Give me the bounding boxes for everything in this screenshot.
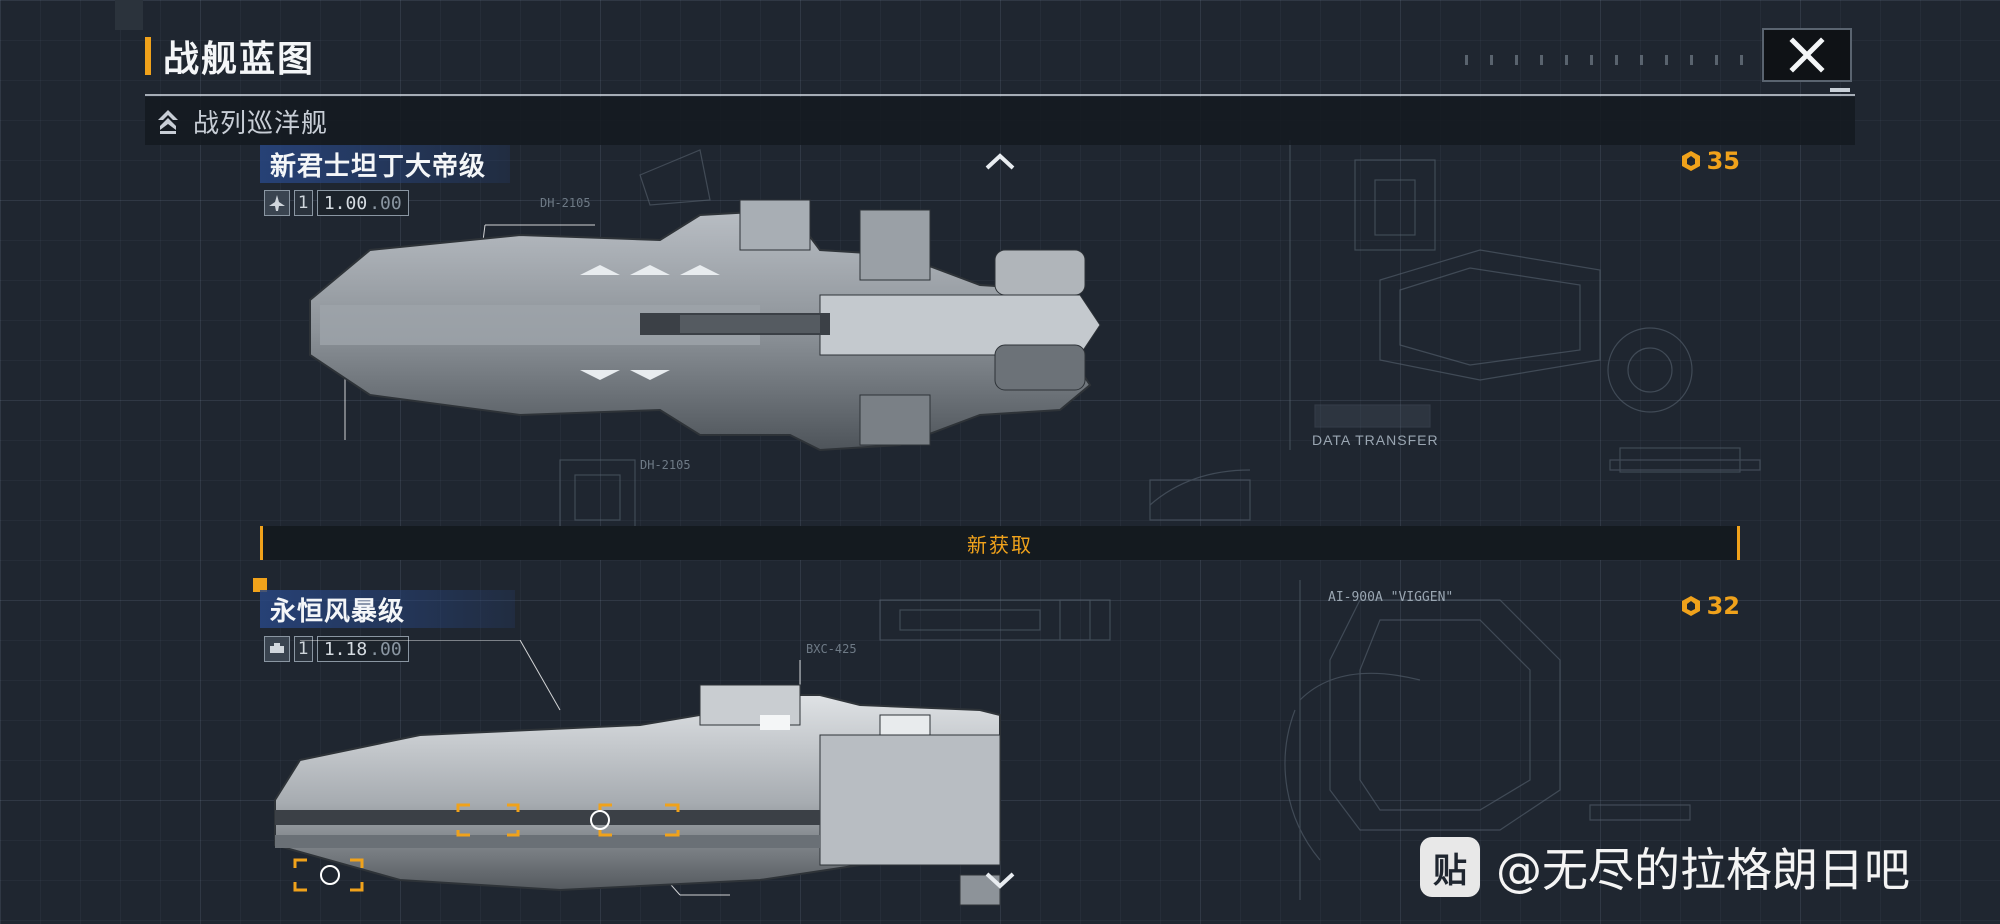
fighter-icon [264, 190, 290, 216]
close-button[interactable] [1762, 28, 1852, 82]
ship-cost: 35 [1679, 147, 1740, 175]
ship-name-bar: 新君士坦丁大帝级 [260, 145, 510, 183]
ship-render-1 [309, 199, 1101, 452]
new-acquired-banner: 新获取 [260, 526, 1740, 560]
ship-cost-value: 32 [1706, 592, 1740, 620]
data-transfer-label: DATA TRANSFER [1312, 432, 1439, 448]
watermark: 贴 @无尽的拉格朗日吧 [1420, 832, 1910, 902]
ship-name: 新君士坦丁大帝级 [270, 151, 487, 182]
ship-cost-value: 35 [1706, 147, 1740, 175]
blueprint-cost-icon [1681, 596, 1700, 616]
scroll-up-icon[interactable] [983, 150, 1017, 172]
header-divider [145, 94, 1855, 96]
scroll-down-icon[interactable] [983, 870, 1017, 892]
header-accent [145, 37, 151, 75]
schematic-label-dh: DH-2105 [540, 196, 591, 210]
ship-value: 1.00.00 [316, 190, 409, 216]
schematic-label-dh2: DH-2105 [640, 458, 691, 472]
ship-tag: 1 [294, 190, 313, 216]
schematic-label-ai: AI-900A "VIGGEN" [1328, 590, 1454, 605]
tieba-logo: 贴 [1420, 837, 1480, 897]
ship-class-icon [264, 636, 290, 662]
new-acquired-label: 新获取 [967, 532, 1033, 557]
ship-cost: 32 [1679, 592, 1740, 620]
rank-chevron-icon [158, 110, 178, 134]
ship-value-main: 1.18 [323, 638, 368, 660]
ship-card-2[interactable]: 永恒风暴级 1 1.18.00 32 [260, 590, 1740, 924]
category-bar: 战列巡洋舰 [145, 97, 1855, 145]
blueprint-cost-icon [1681, 151, 1700, 171]
watermark-text: @无尽的拉格朗日吧 [1496, 843, 1910, 897]
ship-stats: 1 1.00.00 [264, 189, 409, 217]
ship-value-main: 1.00 [323, 192, 368, 214]
selection-marker [253, 578, 267, 592]
ship-value-dim: .00 [369, 638, 402, 660]
ship-render-2 [274, 640, 1001, 906]
ship-name: 永恒风暴级 [270, 596, 406, 627]
page-header: 战舰蓝图 [145, 34, 315, 80]
ship-name-bar: 永恒风暴级 [260, 590, 515, 628]
ship-card-1[interactable]: 新君士坦丁大帝级 1 1.00.00 35 [260, 145, 1740, 515]
page-title: 战舰蓝图 [163, 39, 316, 80]
ship-tag: 1 [294, 636, 313, 662]
schematic-label-bxc: BXC-425 [806, 642, 857, 656]
close-icon [1789, 37, 1825, 73]
ship-value-dim: .00 [369, 192, 402, 214]
category-label: 战列巡洋舰 [193, 108, 329, 139]
